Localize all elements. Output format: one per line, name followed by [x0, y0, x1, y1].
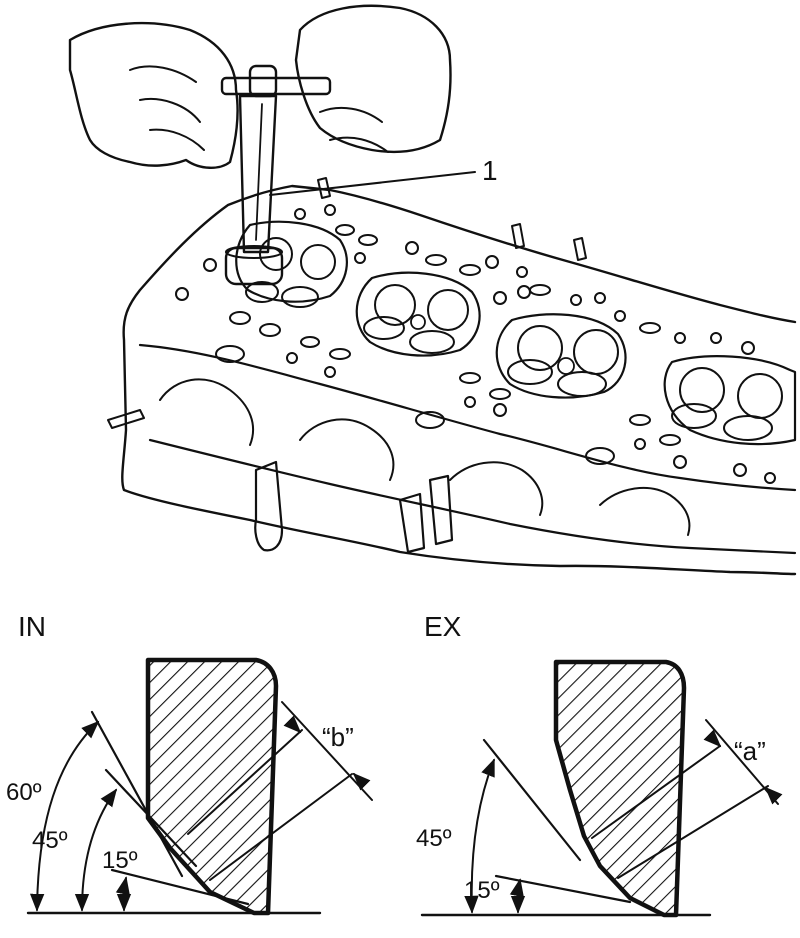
- valve-seat-cutter-tool: [220, 64, 332, 286]
- intake-15deg-arc: [115, 876, 132, 912]
- intake-15deg-line: [110, 868, 250, 906]
- exhaust-dimension-label: “a”: [734, 736, 766, 766]
- exhaust-45deg-line: [482, 738, 582, 862]
- head-side-lugs: [254, 460, 454, 554]
- intake-dim-ext-upper: [187, 729, 303, 835]
- intake-seat-section: IN 60º 45º 15º “b”: [6, 611, 373, 916]
- cylinder-head-outline: [121, 184, 797, 576]
- exhaust-seat-body: [553, 659, 687, 918]
- intake-seat-body: [145, 657, 279, 916]
- intake-60deg-line: [90, 710, 184, 878]
- exhaust-15deg-line: [494, 874, 632, 904]
- cylinder-head-illustration: 1: [68, 4, 797, 576]
- intake-dimension-label: “b”: [322, 722, 354, 752]
- exhaust-dim-ext-upper: [591, 745, 721, 839]
- head-front-face: [138, 343, 797, 555]
- head-chamber-scallops: [159, 378, 691, 536]
- right-hand: [294, 4, 452, 154]
- intake-45deg-arc: [74, 788, 118, 912]
- head-bolt-holes: [175, 204, 776, 484]
- exhaust-title: EX: [424, 611, 462, 642]
- valve-recess-4: [663, 355, 797, 446]
- tool-shaft: [238, 94, 278, 254]
- intake-title: IN: [18, 611, 46, 642]
- valve-recess-3: [495, 313, 627, 399]
- intake-angle-15-label: 15º: [102, 847, 138, 874]
- exhaust-45deg-arc: [464, 758, 495, 914]
- valve-recess-1: [235, 220, 348, 308]
- tool-cutter-head: [224, 246, 284, 286]
- intake-60deg-arc: [29, 720, 100, 912]
- exhaust-dim-ext-lower: [617, 785, 769, 879]
- callout-1-label: 1: [482, 155, 498, 186]
- callout-1-leader: [269, 171, 476, 196]
- intake-dim-ext-lower: [209, 773, 353, 881]
- intake-angle-60-label: 60º: [6, 779, 42, 806]
- left-hand: [68, 21, 239, 169]
- exhaust-angle-15-label: 15º: [464, 877, 500, 904]
- exhaust-angle-45-label: 45º: [416, 825, 452, 852]
- exhaust-15deg-arc: [509, 878, 526, 914]
- exhaust-seat-section: EX 45º 15º “a”: [416, 611, 783, 918]
- intake-45deg-line: [104, 768, 198, 868]
- head-studs: [107, 177, 587, 429]
- intake-angle-45-label: 45º: [32, 827, 68, 854]
- tool-handle-hub: [248, 64, 278, 98]
- valve-recess-2: [355, 271, 481, 357]
